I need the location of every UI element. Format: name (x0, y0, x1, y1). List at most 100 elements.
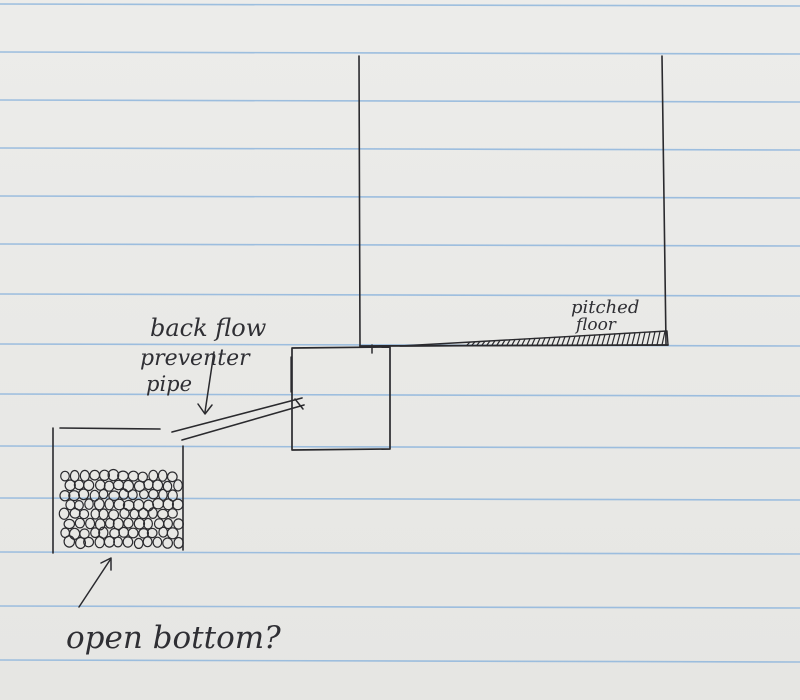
gravel-stone (84, 517, 96, 530)
hatch-stroke (631, 332, 636, 346)
hatch-stroke (501, 339, 506, 346)
hatch-stroke (511, 338, 516, 346)
gravel-stone (113, 536, 123, 548)
gravel-stone (98, 508, 109, 521)
hatch-stroke (526, 338, 531, 346)
gravel-stone (127, 489, 138, 501)
gravel-stone (173, 518, 184, 530)
gravel-stone (112, 479, 125, 491)
hatch-stroke (521, 338, 526, 346)
ruled-line (0, 147, 800, 151)
ruled-line (0, 99, 800, 103)
gravel-stone (147, 507, 158, 519)
gravel-stone (127, 470, 139, 482)
gravel-stone (68, 490, 80, 502)
hatch-stroke (586, 334, 591, 346)
gravel-stone (146, 527, 158, 539)
gravel-stone (83, 536, 95, 548)
gravel-stone (89, 469, 101, 481)
pitched-floor (359, 330, 669, 347)
hatch-stroke (541, 337, 546, 346)
ruled-line (0, 3, 800, 7)
gravel-stone (119, 507, 130, 520)
backflow-pipe (171, 397, 305, 441)
hatch-stroke (636, 331, 641, 346)
hatch-stroke (621, 332, 626, 346)
ruled-line (0, 243, 800, 247)
ruled-lines (0, 3, 800, 663)
gravel-stone (63, 535, 76, 548)
hatch-stroke (486, 340, 491, 346)
gravel-stone (156, 508, 169, 520)
gravel-stone (152, 497, 165, 510)
hatch-stroke (536, 337, 541, 346)
gravel-stone (122, 536, 134, 548)
gravel-stone (78, 508, 90, 520)
hatch-stroke (591, 334, 596, 346)
ruled-line (0, 393, 800, 397)
hatch-stroke (506, 339, 511, 346)
gravel-stone (63, 518, 76, 530)
hatch-stroke (566, 335, 571, 346)
gravel-stone (158, 526, 169, 538)
gravel-stone (148, 488, 159, 500)
gravel-stone (163, 517, 174, 530)
hatch-stroke (656, 330, 661, 346)
hatch-stroke (531, 337, 536, 346)
gravel-stone (58, 507, 70, 520)
hatch-stroke (641, 331, 646, 346)
gravel-stone (74, 517, 86, 529)
gravel-stone (77, 488, 90, 501)
hatch-stroke (516, 338, 521, 346)
gravel-stone (127, 527, 139, 539)
hatch-stroke (551, 336, 556, 346)
gravel-stone (118, 526, 130, 538)
hatch-stroke (596, 334, 601, 346)
backflow-label-line3: pipe (146, 372, 192, 396)
pitched-label-line2: floor (574, 315, 617, 335)
gravel-stone (95, 479, 106, 491)
gravel-stone (142, 536, 153, 548)
gravel-stone (129, 508, 140, 520)
gravel-stone (133, 537, 144, 550)
hatch-stroke (646, 331, 651, 346)
hatch-stroke (496, 339, 501, 346)
gravel-stone (143, 478, 154, 491)
hatch-stroke (476, 340, 481, 346)
gravel-stone (167, 508, 178, 519)
pipe-pointer-arrow (197, 351, 215, 415)
gravel-stone (79, 528, 90, 539)
gravel-stone (166, 471, 178, 483)
ruled-line (0, 551, 800, 555)
gravel-stone (64, 479, 76, 492)
collection-box (290, 344, 391, 451)
backflow-label-line2: preventer (140, 346, 251, 371)
gravel-stone (173, 479, 183, 492)
hatch-stroke (561, 336, 566, 346)
gravel-stone (104, 517, 115, 529)
gravel-stone (162, 537, 174, 549)
gravel-stone (162, 498, 174, 511)
gravel-stone (158, 488, 168, 501)
gravel-stone (60, 470, 70, 482)
gravel-stone (152, 479, 164, 492)
gravel-pit (52, 427, 184, 554)
hatch-stroke (601, 333, 606, 346)
hatch-stroke (556, 336, 561, 346)
hatch-stroke (611, 333, 616, 346)
gravel-fill (58, 468, 184, 550)
gravel-stone (113, 498, 126, 511)
gravel-stone (104, 498, 115, 511)
gravel-stone (143, 517, 154, 530)
ruled-line (0, 195, 800, 199)
gravel-stone (83, 479, 95, 492)
open-bottom-label: open bottom? (66, 620, 281, 656)
gravel-stone (173, 536, 184, 549)
gravel-stone (138, 527, 150, 539)
gravel-stone (108, 509, 120, 521)
gravel-stone (94, 536, 105, 549)
gravel-stone (117, 470, 129, 482)
gravel-stone (98, 488, 109, 500)
floor-hatching (466, 330, 666, 346)
